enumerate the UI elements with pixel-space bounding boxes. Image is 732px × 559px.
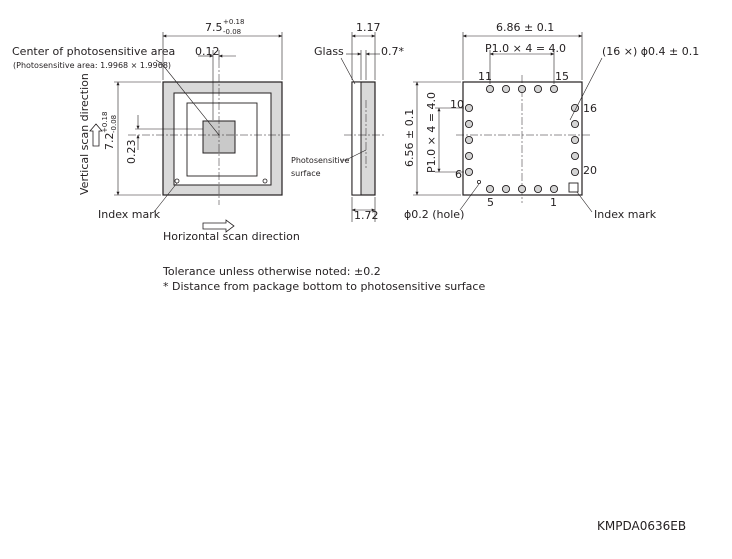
pad-17 xyxy=(570,119,580,129)
pad-6 xyxy=(464,167,474,177)
photosensitive-surface-label-1: Photosensitive xyxy=(291,156,349,165)
center-label: Center of photosensitive area xyxy=(12,45,175,58)
vertical-scan-arrow xyxy=(89,123,103,147)
back-hole xyxy=(476,179,481,184)
package-thickness-dim: 1.72 xyxy=(354,209,379,222)
pad-5 xyxy=(485,184,495,194)
pad-8 xyxy=(464,135,474,145)
pad-11 xyxy=(485,84,495,94)
pin-number-5: 5 xyxy=(487,196,494,209)
pin-number-15: 15 xyxy=(555,70,569,83)
back-index-mark-label: Index mark xyxy=(594,208,657,221)
back-index-mark xyxy=(568,182,579,193)
drawing-id: KMPDA0636EB xyxy=(597,519,686,533)
side-glass xyxy=(351,81,362,196)
pad-13 xyxy=(517,84,527,94)
pin-number-10: 10 xyxy=(450,98,464,111)
pin-number-11: 11 xyxy=(478,70,492,83)
back-width-dim: 6.86 ± 0.1 xyxy=(496,21,554,34)
pad-9 xyxy=(464,119,474,129)
side-view: 1.17 Glass 0.7* Photosensitive surface 1… xyxy=(291,21,404,222)
front-width-dim-minus: -0.08 xyxy=(223,28,241,36)
surface-distance-dim: 0.7* xyxy=(381,45,404,58)
pad-3 xyxy=(517,184,527,194)
back-pitch-top-dim: P1.0 × 4 = 4.0 xyxy=(485,42,566,55)
pin-number-16: 16 xyxy=(583,102,597,115)
pin-number-1: 1 xyxy=(550,196,557,209)
photosensitive-area-note: (Photosensitive area: 1.9968 × 1.9968) xyxy=(13,61,171,70)
front-height-dim: 7.2 xyxy=(103,133,116,151)
hole-label: ϕ0.2 (hole) xyxy=(404,208,464,221)
front-width-dim: 7.5 xyxy=(205,21,223,34)
front-view: 7.5 +0.18 -0.08 0.12 Center of photosens… xyxy=(12,18,300,243)
pad-12 xyxy=(501,84,511,94)
back-pitch-left-dim: P1.0 × 4 = 4.0 xyxy=(425,92,438,173)
back-height-dim: 6.56 ± 0.1 xyxy=(403,109,416,167)
back-view: 6.86 ± 0.1 P1.0 × 4 = 4.0 (16 ×) ϕ0.4 ± … xyxy=(403,21,699,221)
front-width-dim-plus: +0.18 xyxy=(223,18,244,26)
pad-19 xyxy=(570,151,580,161)
front-height-dim-minus: -0.08 xyxy=(110,115,118,133)
distance-note: * Distance from package bottom to photos… xyxy=(163,280,485,293)
pad-14 xyxy=(533,84,543,94)
pad-7 xyxy=(464,151,474,161)
pad-4 xyxy=(501,184,511,194)
pin-number-6: 6 xyxy=(455,168,462,181)
center-offset-x: 0.12 xyxy=(195,45,220,58)
pad-18 xyxy=(570,135,580,145)
horizontal-scan-label: Horizontal scan direction xyxy=(163,230,300,243)
glass-thickness-dim: 1.17 xyxy=(356,21,381,34)
pad-15 xyxy=(549,84,559,94)
pad-1 xyxy=(549,184,559,194)
center-offset-y: 0.23 xyxy=(125,140,138,165)
pad-size-dim: (16 ×) ϕ0.4 ± 0.1 xyxy=(602,45,699,58)
photosensitive-surface-label-2: surface xyxy=(291,169,321,178)
pin-number-20: 20 xyxy=(583,164,597,177)
pad-10 xyxy=(464,103,474,113)
back-package-outline xyxy=(462,81,583,196)
pad-20 xyxy=(570,167,580,177)
front-index-mark-left xyxy=(174,178,180,184)
front-index-mark-right xyxy=(262,178,268,184)
glass-label: Glass xyxy=(314,45,344,58)
vertical-scan-label: Vertical scan direction xyxy=(78,73,91,195)
pad-2 xyxy=(533,184,543,194)
horizontal-scan-arrow xyxy=(202,219,235,233)
front-index-mark-label: Index mark xyxy=(98,208,161,221)
front-height-dim-plus: +0.18 xyxy=(101,112,109,133)
tolerance-note: Tolerance unless otherwise noted: ±0.2 xyxy=(162,265,381,278)
